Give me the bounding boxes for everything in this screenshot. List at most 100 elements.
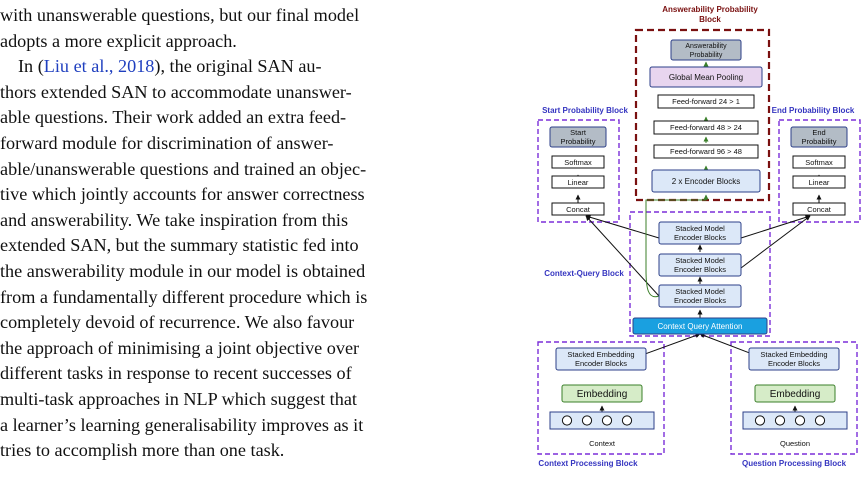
ctx-embedding-text: Embedding (577, 389, 628, 400)
answerability-probability-box: Answerability Probability (670, 39, 742, 61)
ff1-text: Feed-forward 24 > 1 (672, 97, 740, 106)
answerability-block-label: Answerability Probability (662, 5, 758, 14)
feed-forward-96-48-box: Feed-forward 96 > 48 (653, 144, 759, 159)
text-line: different tasks in response to recent su… (0, 363, 352, 384)
question-processing-block-frame (730, 341, 858, 455)
start-block-label: Start Probability Block (542, 106, 628, 115)
text-line: adopts a more explicit approach. (0, 30, 237, 51)
start-softmax-box: Softmax (551, 155, 605, 169)
end-prob-text-2: Probability (801, 137, 836, 146)
model-encoder-bottom-text-1: Stacked Model (675, 287, 725, 296)
start-block-frame (537, 119, 620, 223)
context-token-input-box (549, 411, 655, 430)
ff3-text: Feed-forward 96 > 48 (670, 147, 742, 156)
token-circle (561, 415, 573, 426)
token-circle (601, 415, 613, 426)
start-linear-box: Linear (551, 175, 605, 189)
text-line: extended SAN, but the summary statistic … (0, 235, 359, 256)
model-encoder-mid-text-1: Stacked Model (675, 256, 725, 265)
pooling-text: Global Mean Pooling (669, 73, 743, 82)
start-concat-box: Concat (551, 202, 605, 216)
model-encoder-top-text-2: Encoder Blocks (674, 233, 726, 242)
question-token-input-box (742, 411, 848, 430)
question-embedding-box: Embedding (754, 384, 836, 403)
token-circle (794, 415, 806, 426)
feed-forward-24-1-box: Feed-forward 24 > 1 (657, 94, 755, 109)
question-processing-block-label: Question Processing Block (742, 459, 847, 468)
token-circle (774, 415, 786, 426)
encoder-text: 2 x Encoder Blocks (672, 177, 740, 186)
start-prob-text-2: Probability (560, 137, 595, 146)
model-encoder-mid-text-2: Encoder Blocks (674, 265, 726, 274)
end-concat-text: Concat (807, 205, 832, 214)
token-circle (814, 415, 826, 426)
token-circle (581, 415, 593, 426)
end-linear-box: Linear (792, 175, 846, 189)
context-processing-block-label: Context Processing Block (538, 459, 638, 468)
context-query-block-frame (629, 211, 771, 337)
answerability-block-label-2: Block (699, 15, 721, 24)
body-text-column: with unanswerable questions, but our fin… (0, 0, 500, 464)
text-line: with unanswerable questions, but our fin… (0, 5, 360, 25)
text-line: and answerability. We take inspiration f… (0, 209, 349, 230)
paragraph-continuation: with unanswerable questions, but our fin… (0, 0, 500, 54)
text-line: thors extended SAN to accommodate unansw… (0, 81, 352, 102)
text-line: forward module for discrimination of ans… (0, 132, 334, 153)
text-line: able/unanswerable questions and trained … (0, 158, 367, 179)
start-concat-text: Concat (566, 205, 591, 214)
cqa-text: Context Query Attention (658, 322, 743, 331)
text-line: tries to accomplish more than one task. (0, 440, 285, 461)
end-softmax-text: Softmax (805, 158, 833, 167)
feed-forward-48-24-box: Feed-forward 48 > 24 (653, 120, 759, 135)
q-emb-enc-text-1: Stacked Embedding (760, 350, 827, 359)
question-embedding-encoder-box: Stacked Embedding Encoder Blocks (748, 347, 840, 371)
ctx-emb-enc-text-2: Encoder Blocks (575, 359, 627, 368)
context-query-attention-box: Context Query Attention (632, 317, 768, 335)
start-linear-text: Linear (568, 178, 589, 187)
end-concat-box: Concat (792, 202, 846, 216)
end-block-frame (778, 119, 861, 223)
context-embedding-encoder-box: Stacked Embedding Encoder Blocks (555, 347, 647, 371)
text-line: multi-task approaches in NLP which sugge… (0, 388, 357, 409)
answerability-prob-text-2: Probability (690, 52, 723, 59)
ff2-text: Feed-forward 48 > 24 (670, 123, 742, 132)
context-input-label: Context (589, 439, 616, 448)
start-prob-text-1: Start (570, 128, 587, 137)
text-fragment: ), the original SAN au- (154, 56, 322, 77)
model-encoder-box-middle: Stacked Model Encoder Blocks (658, 253, 742, 277)
text-line: a learner’s learning generalisability im… (0, 414, 364, 435)
ctx-emb-enc-text-1: Stacked Embedding (567, 350, 634, 359)
text-line: In (Liu et al., 2018), the original SAN … (18, 56, 322, 76)
model-encoder-bottom-text-2: Encoder Blocks (674, 296, 726, 305)
paragraph-san: In (Liu et al., 2018), the original SAN … (0, 54, 500, 464)
answerability-encoder-blocks-box: 2 x Encoder Blocks (651, 169, 761, 193)
end-linear-text: Linear (809, 178, 830, 187)
text-line: tive which jointly accounts for answer c… (0, 184, 365, 205)
context-query-block-label: Context-Query Block (544, 269, 624, 278)
text-line: able questions. Their work added an extr… (0, 107, 347, 128)
citation-link[interactable]: Liu et al., 2018 (43, 56, 155, 77)
token-circle (754, 415, 766, 426)
end-prob-text-1: End (812, 128, 825, 137)
model-encoder-box-bottom: Stacked Model Encoder Blocks (658, 284, 742, 308)
end-softmax-box: Softmax (792, 155, 846, 169)
text-line: completely devoid of recurrence. We also… (0, 312, 355, 333)
end-probability-box: End Probability (790, 126, 848, 148)
model-encoder-box-top: Stacked Model Encoder Blocks (658, 221, 742, 245)
global-mean-pooling-box: Global Mean Pooling (649, 66, 763, 88)
start-softmax-text: Softmax (564, 158, 592, 167)
context-embedding-box: Embedding (561, 384, 643, 403)
q-embedding-text: Embedding (770, 389, 821, 400)
answerability-prob-text-1: Answerability (685, 43, 727, 50)
token-circle (621, 415, 633, 426)
question-input-label: Question (780, 439, 810, 448)
architecture-diagram: Answerability Probability Block Start Pr… (537, 5, 861, 468)
text-fragment: In ( (18, 56, 44, 77)
start-probability-box: Start Probability (549, 126, 607, 148)
text-line: the approach of minimising a joint objec… (0, 337, 360, 358)
q-emb-enc-text-2: Encoder Blocks (768, 359, 820, 368)
text-line: the answerability module in our model is… (0, 260, 366, 281)
text-line: from a fundamentally different procedure… (0, 286, 368, 307)
end-block-label: End Probability Block (772, 106, 855, 115)
model-encoder-top-text-1: Stacked Model (675, 224, 725, 233)
